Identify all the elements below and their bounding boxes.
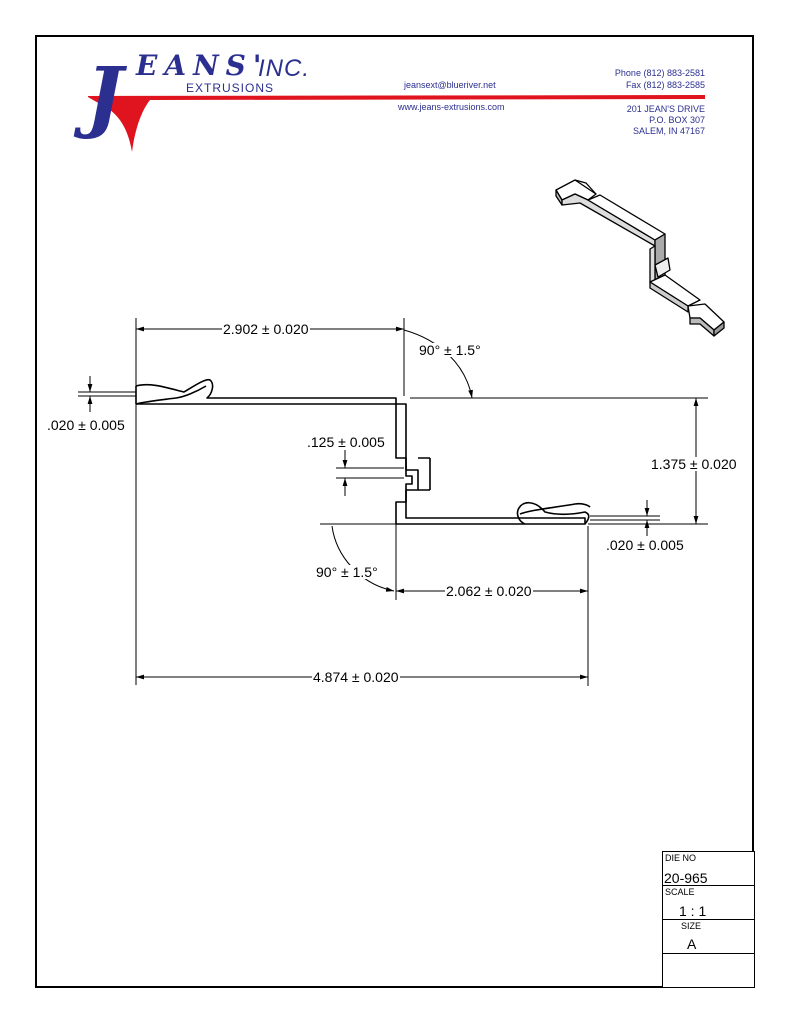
title-block-die-no: DIE NO 20-965 <box>662 851 755 886</box>
size-value: A <box>687 936 697 952</box>
size-label: SIZE <box>681 921 702 931</box>
address-line-1: 201 JEAN'S DRIVE <box>626 104 705 114</box>
logo-inc: INC. <box>258 55 310 82</box>
dimension-lines <box>78 318 708 686</box>
logo-subtitle: EXTRUSIONS <box>186 81 275 95</box>
die-no-value: 20-965 <box>664 870 708 886</box>
profile-shape <box>135 378 591 525</box>
dim-right-thickness: .020 ± 0.005 <box>605 537 685 553</box>
logo-letter-j: J <box>86 51 123 142</box>
title-block-empty <box>662 953 755 988</box>
website-text: www.jeans-extrusions.com <box>398 102 505 112</box>
dim-left-thickness: .020 ± 0.005 <box>46 417 126 433</box>
logo-wordmark: EANS' <box>136 49 269 82</box>
drawing-sheet-border <box>35 35 754 988</box>
dim-top-angle: 90° ± 1.5° <box>418 342 482 358</box>
address-line-3: SALEM, IN 47167 <box>632 126 705 136</box>
dim-bottom-width: 2.062 ± 0.020 <box>445 583 533 599</box>
dim-overall-width: 4.874 ± 0.020 <box>312 669 400 685</box>
dim-height: 1.375 ± 0.020 <box>650 456 738 472</box>
scale-value: 1 : 1 <box>679 903 707 919</box>
scale-label: SCALE <box>665 887 695 897</box>
address-line-2: P.O. BOX 307 <box>649 115 705 125</box>
title-block-scale: SCALE 1 : 1 <box>662 885 755 920</box>
die-no-label: DIE NO <box>665 853 697 863</box>
title-block-size: SIZE A <box>662 919 755 954</box>
isometric-view <box>555 179 725 337</box>
email-text: jeansext@blueriver.net <box>404 80 496 90</box>
phone-text: Phone (812) 883-2581 <box>614 68 705 78</box>
dim-slot-height: .125 ± 0.005 <box>306 434 386 450</box>
dim-top-width: 2.902 ± 0.020 <box>222 321 310 337</box>
fax-text: Fax (812) 883-2585 <box>625 80 705 90</box>
dim-bottom-angle: 90° ± 1.5° <box>315 564 379 580</box>
